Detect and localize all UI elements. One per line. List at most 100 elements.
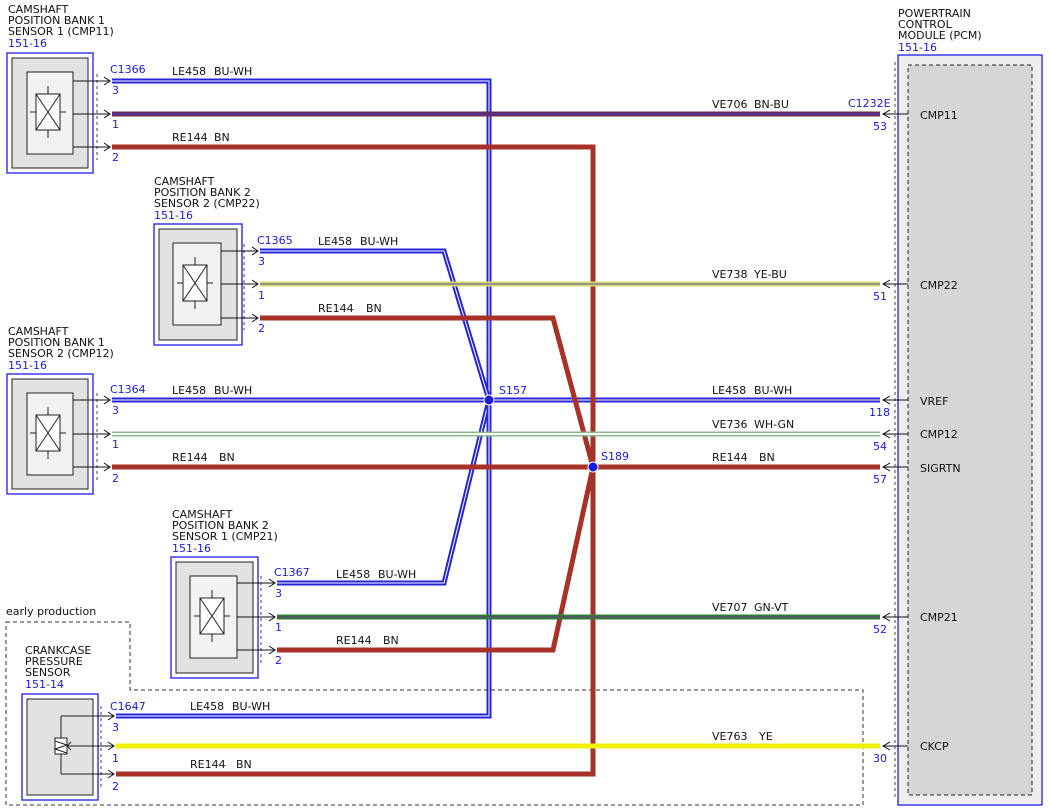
pcm-title-line-1: POWERTRAIN (898, 7, 971, 20)
pcm-pin-number: 54 (873, 440, 887, 453)
pin-arrow-icon (881, 429, 908, 439)
sensor-title-line-2: POSITION BANK 2 (154, 186, 251, 199)
pin-number: 2 (112, 780, 119, 793)
pcm-pin-name: CMP22 (920, 279, 958, 292)
pin-arrows-icon (73, 395, 111, 472)
splice-dot (483, 394, 495, 406)
hall-sensor-icon (177, 257, 213, 309)
pcm-pin-cmp12: 54 CMP12 (873, 428, 958, 453)
wire-circuit-label: VE763 (712, 730, 747, 743)
pcm-module: POWERTRAIN CONTROL MODULE (PCM) 151-16 C… (848, 7, 1043, 806)
wire-color-label: BN (219, 451, 235, 464)
sensor-title-line-1: CAMSHAFT (172, 508, 233, 521)
wire-circuit-label: VE736 (712, 418, 747, 431)
early-production-region: early production (5, 605, 864, 806)
vref-wires (112, 78, 880, 719)
hall-sensor-icon (194, 590, 230, 642)
wire-stripe (260, 250, 490, 401)
pcm-inner-box (907, 64, 1033, 796)
variant-boundary (5, 621, 864, 806)
wire-color-label: BU-WH (214, 65, 252, 78)
connector-label: C1365 (257, 234, 293, 247)
return-wires (112, 144, 880, 777)
wire-cmp21-rtn (277, 466, 596, 653)
sensor-cmp22: CAMSHAFT POSITION BANK 2 SENSOR 2 (CMP22… (153, 175, 293, 346)
sensor-cmp11: CAMSHAFT POSITION BANK 1 SENSOR 1 (CMP11… (6, 3, 146, 174)
pin-arrows-icon (237, 578, 276, 655)
pin-number: 2 (112, 151, 119, 164)
variant-note: early production (6, 605, 96, 618)
pcm-pin-number: 30 (873, 752, 887, 765)
sensor-ref: 151-16 (8, 359, 47, 372)
pin-number: 1 (275, 621, 282, 634)
sensor-title-line-1: CAMSHAFT (154, 175, 215, 188)
sensor-title-line-1: CRANKCASE (25, 644, 91, 657)
sensor-ref: 151-16 (154, 209, 193, 222)
pin-number: 2 (275, 654, 282, 667)
pcm-pin-ckcp: 30 CKCP (873, 740, 949, 765)
sensor-title-line-3: SENSOR 2 (CMP12) (8, 347, 114, 360)
pcm-title-line-3: MODULE (PCM) (898, 29, 982, 42)
sensor-title-line-2: PRESSURE (25, 655, 83, 668)
pin-number: 3 (258, 255, 265, 268)
pin-arrow-icon (881, 279, 908, 289)
wire-color-label: BU-WH (232, 700, 270, 713)
wire-circuit-label: LE458 (336, 568, 370, 581)
connector-label: C1366 (110, 63, 146, 76)
pcm-pin-name: VREF (920, 395, 948, 408)
pcm-pin-name: CMP21 (920, 611, 958, 624)
pcm-pin-number: 52 (873, 623, 887, 636)
wire-circuit-label: LE458 (172, 384, 206, 397)
wire-stripe (277, 399, 490, 584)
sensor-ref: 151-16 (8, 37, 47, 50)
pcm-pin-number: 51 (873, 290, 887, 303)
pcm-pin-number: 118 (869, 406, 890, 419)
splice-label: S157 (499, 384, 527, 397)
wire-color-label: BN (383, 634, 399, 647)
wire-ckcp-rtn (116, 467, 596, 777)
sensor-title-line-3: SENSOR 1 (CMP21) (172, 530, 278, 543)
pcm-pin-vref: 118 VREF (869, 395, 948, 419)
sensor-cmp12: CAMSHAFT POSITION BANK 1 SENSOR 2 (CMP12… (6, 325, 146, 495)
sensor-title-line-3: SENSOR 2 (CMP22) (154, 197, 260, 210)
splice-dot (587, 461, 599, 473)
pin-number: 3 (112, 721, 119, 734)
pin-number: 2 (258, 322, 265, 335)
pcm-pin-name: CMP11 (920, 109, 958, 122)
pin-arrows-icon (97, 711, 115, 779)
pin-arrows-icon (221, 246, 259, 323)
pcm-pin-number: 57 (873, 473, 887, 486)
wire-circuit-label: LE458 (172, 65, 206, 78)
pin-number: 1 (258, 289, 265, 302)
wire-circuit-label: LE458 (190, 700, 224, 713)
wire-circuit-label: RE144 (190, 758, 226, 771)
wire-circuit-label: RE144 (336, 634, 372, 647)
sensor-ref: 151-16 (172, 542, 211, 555)
connector-label: C1647 (110, 700, 146, 713)
wire-circuit-label: VE706 (712, 98, 747, 111)
sensor-ref: 151-14 (25, 678, 64, 691)
pin-number: 2 (112, 472, 119, 485)
wire-color-label: BU-WH (754, 384, 792, 397)
wire-circuit-label: LE458 (318, 235, 352, 248)
sensor-title-line-1: CAMSHAFT (8, 3, 69, 16)
pcm-ref: 151-16 (898, 41, 937, 54)
connector-label: C1364 (110, 383, 146, 396)
sensor-title-line-2: POSITION BANK 1 (8, 336, 105, 349)
signal-wires (112, 111, 880, 749)
pin-number: 3 (112, 404, 119, 417)
pcm-pin-sigrtn: 57 SIGRTN (873, 462, 961, 486)
pin-number: 3 (112, 84, 119, 97)
wire-color-label: WH-GN (754, 418, 794, 431)
wire-color-label: BN (759, 451, 775, 464)
sensor-title-line-3: SENSOR 1 (CMP11) (8, 25, 114, 38)
sensor-title-line-2: POSITION BANK 1 (8, 14, 105, 27)
splice-s157: S157 (483, 384, 527, 406)
wire-circuit-label: LE458 (712, 384, 746, 397)
wire-circuit-label: VE738 (712, 268, 747, 281)
splice-label: S189 (601, 450, 629, 463)
wire-stripe (116, 400, 490, 717)
wire-color-label: BN (366, 302, 382, 315)
pcm-pin-cmp22: 51 CMP22 (873, 279, 958, 303)
sensor-title-line-3: SENSOR (25, 666, 71, 679)
